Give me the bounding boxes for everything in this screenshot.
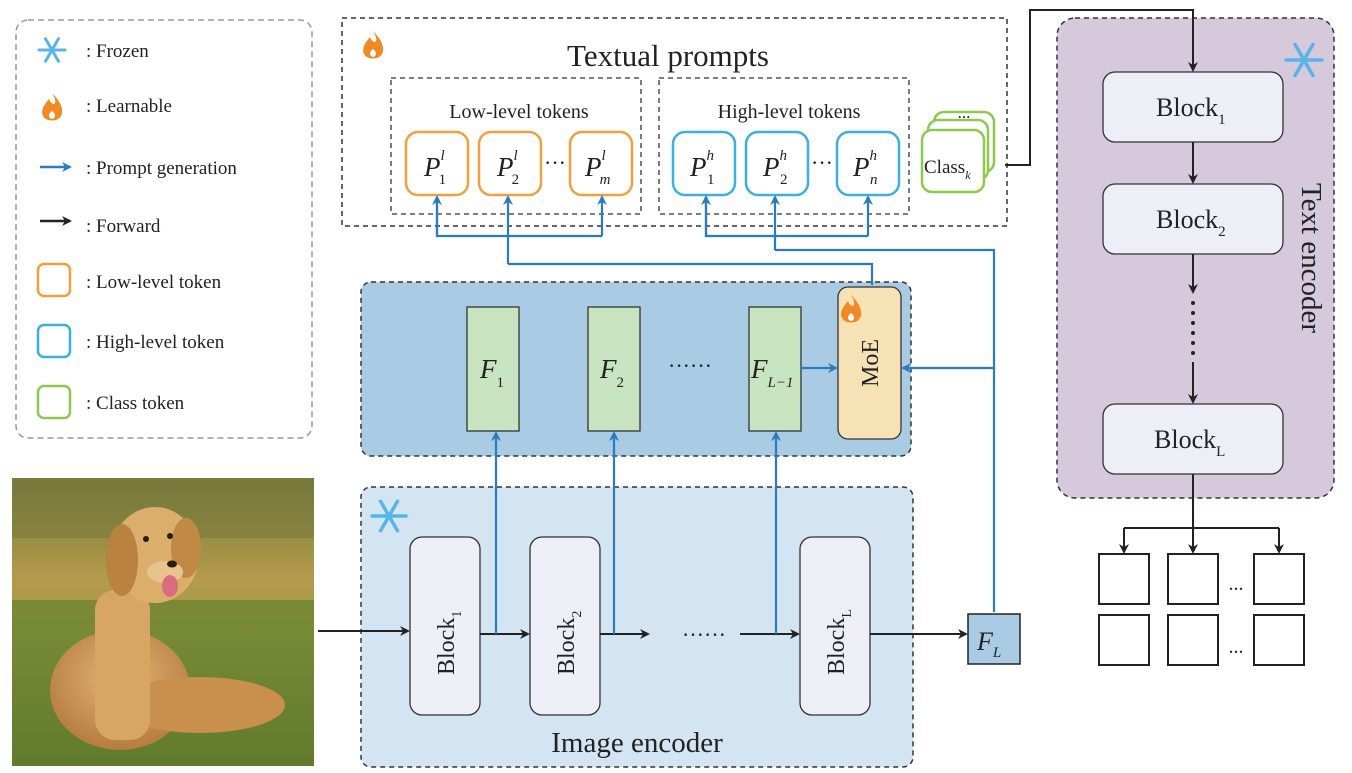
svg-text:Ph1: Ph1 [689,148,715,188]
moe-label: MoE [858,339,884,387]
image-block-2: Block2 [529,536,601,716]
svg-text:F1: F1 [479,354,504,391]
moe-box: MoE [837,286,902,440]
legend-label-forward: : Forward [86,216,161,237]
prompt-generation-arrows [432,195,996,634]
image-encoder-title: Image encoder [551,727,723,759]
high-level-title: High-level tokens [718,101,861,123]
legend-label-prompt-generation: : Prompt generation [86,158,237,179]
forward-arrows [318,9,1284,639]
high-level-group [658,77,910,215]
feature-f2: F2 [587,306,641,432]
output-dots-row2: ... [1229,636,1244,658]
text-encoder-panel: Text encoder Block1 Block2 BlockL [1056,17,1335,499]
flame-icon [363,31,384,59]
feature-f1: F1 [466,306,520,432]
svg-text:Block1: Block1 [434,611,465,675]
output-dots-row1: ... [1229,573,1244,595]
low-level-title: Low-level tokens [449,101,589,123]
feature-panel: F1 F2 ······ FL−1 MoE [360,281,912,457]
feature-fl-1: FL−1 [748,306,802,432]
legend-label-frozen: : Frozen [86,41,149,62]
class-dots: ... [958,103,971,122]
textual-prompts-title: Textual prompts [567,38,769,73]
image-block-l: BlockL [799,536,871,716]
blue-box-icon [36,323,72,359]
high-token-ellipsis: ··· [811,150,833,175]
snowflake-icon [1284,42,1324,78]
svg-text:FL−1: FL−1 [750,354,793,391]
text-block-l: BlockL [1102,403,1284,475]
low-token-ellipsis: ··· [544,150,566,175]
svg-text:Pl2: Pl2 [496,148,519,188]
legend-label-high-level: : High-level token [86,332,225,353]
svg-text:Ph2: Ph2 [762,148,788,188]
text-block-vertical-dots [1191,301,1195,355]
svg-text:Block1: Block1 [1156,93,1226,128]
orange-box-icon [36,262,72,298]
snowflake-icon [370,499,408,533]
svg-text:BlockL: BlockL [824,609,855,675]
image-block-ellipsis: ······ [682,622,726,647]
class-token-label: Classk [924,157,971,182]
dog-image [12,478,314,766]
svg-text:F2: F2 [599,354,624,391]
image-block-1: Block1 [409,536,481,716]
legend-label-low-level: : Low-level token [86,272,222,293]
svg-text:BlockL: BlockL [1154,425,1225,460]
snowflake-icon [37,37,67,63]
text-block-2: Block2 [1102,183,1284,255]
svg-text:Pl1: Pl1 [423,148,446,188]
svg-text:Phn: Phn [852,148,878,188]
svg-text:Block2: Block2 [1156,205,1226,240]
svg-text:Plm: Plm [584,148,611,188]
green-box-icon [36,384,72,420]
text-block-1: Block1 [1102,71,1284,143]
legend: : Frozen : Learnable : Prompt generation… [15,19,313,439]
legend-label-class: : Class token [86,393,185,414]
flame-icon [841,295,862,323]
low-level-group [390,77,642,215]
legend-label-learnable: : Learnable [86,96,172,117]
class-token-stack: ... Classk [920,103,996,194]
legend-box [15,19,313,439]
text-encoder-title: Text encoder [1295,183,1327,333]
svg-text:Block2: Block2 [554,611,585,675]
feature-fl-output: FL [967,613,1021,665]
feature-ellipsis: ······ [668,353,712,378]
text-output-grid: ... ... [1098,553,1305,666]
image-encoder-panel: Image encoder Block1 Block2 ······ Block… [360,486,914,768]
svg-text:FL: FL [976,627,1001,661]
flame-icon [42,93,63,121]
